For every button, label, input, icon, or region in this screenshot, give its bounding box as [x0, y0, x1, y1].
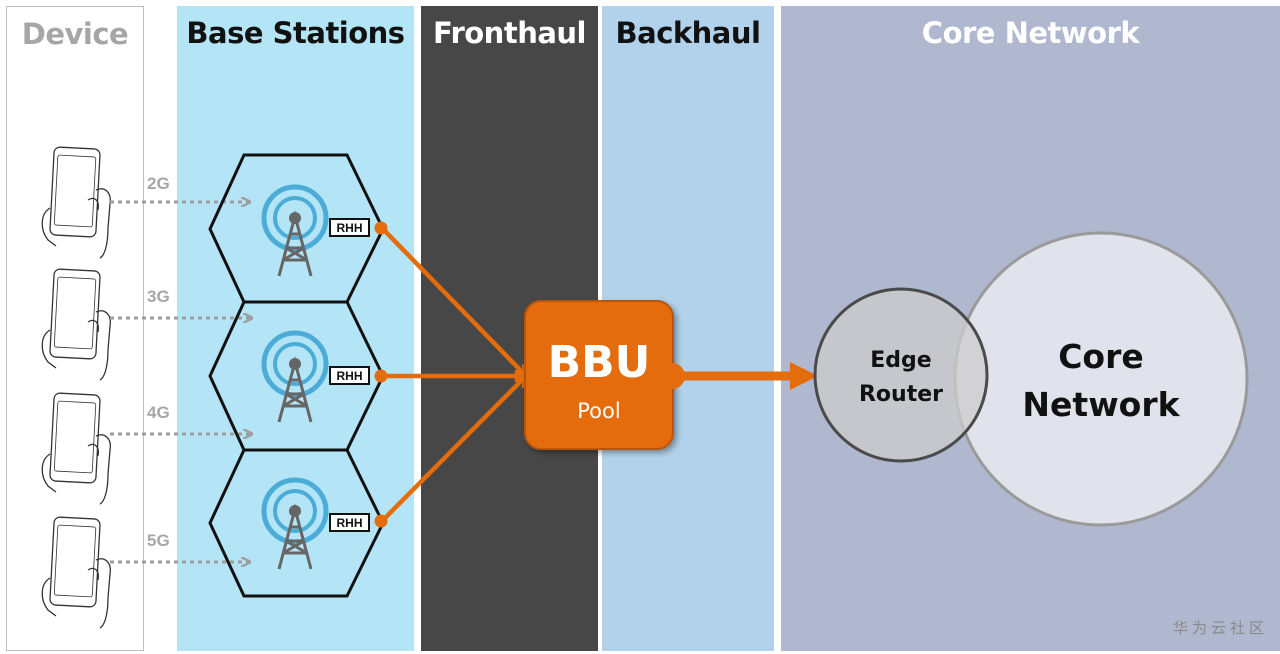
generation-label: 5G [147, 531, 170, 550]
rhh-box: RHH [329, 366, 370, 385]
rhh-port [374, 369, 388, 383]
cell-tower-icon [261, 330, 329, 423]
bbu-subtitle: Pool [577, 399, 620, 423]
rhh-box: RHH [329, 218, 370, 237]
rhh-box: RHH [329, 513, 370, 532]
rhh-label: RHH [337, 516, 363, 530]
core-network-label: Network [1022, 385, 1180, 424]
core-network-label: Core [1058, 337, 1144, 376]
device-column: Device [6, 6, 144, 651]
base-stations-column-title: Base Stations [186, 16, 405, 50]
phone-icon [41, 268, 111, 381]
fronthaul-column-title: Fronthaul [433, 16, 587, 50]
fronthaul-link [380, 226, 526, 376]
cell-tower-icon [261, 184, 329, 277]
edge-router-label: Edge [870, 348, 931, 373]
fronthaul-link [380, 376, 526, 523]
cell-tower-icon [261, 477, 329, 570]
backhaul-arrowhead [790, 362, 818, 390]
watermark: 华为云社区 [1172, 619, 1268, 637]
bbu-port [659, 363, 685, 389]
generation-label: 4G [147, 403, 170, 422]
phone-icon [41, 392, 111, 505]
rhh-label: RHH [337, 369, 363, 383]
device-column-title: Device [21, 17, 129, 51]
generation-label: 3G [147, 287, 170, 306]
edge-router-label: Router [859, 382, 943, 407]
rhh-port [374, 221, 388, 235]
edge-router-circle [813, 287, 989, 463]
backhaul-column: Backhaul [602, 6, 774, 651]
phone-icon [41, 146, 111, 259]
core-network-circle [953, 231, 1249, 527]
phone-icon [41, 516, 111, 629]
rhh-port [374, 514, 388, 528]
base-station-cell [208, 448, 385, 598]
generation-label: 2G [147, 174, 170, 193]
bbu-title: BBU [548, 337, 651, 388]
rhh-label: RHH [337, 221, 363, 235]
backhaul-column-title: Backhaul [615, 16, 761, 50]
core-network-column-title: Core Network [921, 16, 1140, 50]
